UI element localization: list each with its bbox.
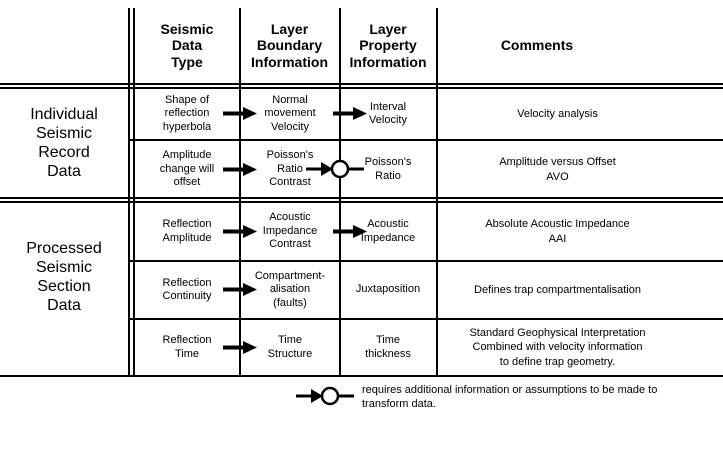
arrow-icon: [223, 163, 257, 176]
cell-row4-data-type: Reflection Continuity: [162, 276, 212, 302]
header-layer-property-information: Layer Property Information: [349, 21, 427, 70]
header-comments: Comments: [500, 37, 574, 54]
cell-row3-property: Acoustic Impedance: [360, 218, 416, 244]
transform-circle-icon: [306, 159, 364, 179]
divider-vertical-col3: [339, 8, 341, 377]
cell-row2-boundary: Poisson's Ratio Contrast: [266, 149, 314, 189]
cell-row1-property: Interval Velocity: [369, 100, 407, 126]
cell-row3-boundary: Acoustic Impedance Contrast: [262, 211, 318, 251]
arrow-icon: [223, 283, 257, 296]
divider-row3: [128, 260, 723, 262]
cell-row1-comments: Velocity analysis: [517, 107, 598, 120]
divider-bottom: [0, 375, 723, 377]
cell-row5-boundary: Time Structure: [267, 334, 313, 360]
divider-group-double-top: [0, 197, 723, 199]
arrow-icon: [333, 107, 367, 120]
cell-row5-data-type: Reflection Time: [162, 334, 212, 360]
divider-vertical-double-inner: [133, 8, 135, 377]
divider-header-double-top: [0, 83, 723, 85]
divider-row4: [128, 318, 723, 320]
arrow-icon: [223, 225, 257, 238]
cell-row5-comments: Standard Geophysical Interpretation Comb…: [469, 327, 646, 368]
divider-vertical-col2: [239, 8, 241, 377]
legend-text: requires additional information or assum…: [362, 384, 658, 411]
cell-row1-boundary: Normal movement Velocity: [264, 93, 316, 133]
arrow-icon: [223, 341, 257, 354]
cell-row3-comments: Absolute Acoustic Impedance AAI: [485, 218, 630, 245]
header-seismic-data-type: Seismic Data Type: [160, 21, 214, 70]
divider-vertical-double-outer: [128, 8, 130, 377]
divider-header-double-bottom: [0, 87, 723, 89]
divider-vertical-col4: [436, 8, 438, 377]
cell-row3-data-type: Reflection Amplitude: [162, 218, 212, 244]
cell-row4-property: Juxtaposition: [355, 283, 421, 296]
cell-row4-boundary: Compartment- alisation (faults): [254, 269, 326, 309]
cell-row2-data-type: Amplitude change will offset: [159, 149, 215, 189]
group-label-individual-seismic-record-data: Individual Seismic Record Data: [30, 105, 98, 181]
cell-row2-comments: Amplitude versus Offset AVO: [499, 156, 616, 183]
cell-row2-property: Poisson's Ratio: [364, 156, 412, 182]
cell-row5-property: Time thickness: [365, 334, 411, 360]
divider-row1: [128, 139, 723, 141]
header-layer-boundary-information: Layer Boundary Information: [251, 21, 328, 70]
cell-row1-data-type: Shape of reflection hyperbola: [162, 93, 212, 133]
arrow-icon: [333, 225, 367, 238]
arrow-icon: [223, 107, 257, 120]
group-label-processed-seismic-section-data: Processed Seismic Section Data: [26, 239, 102, 315]
legend-transform-circle-icon: [296, 386, 354, 406]
divider-group-double-bottom: [0, 201, 723, 203]
cell-row4-comments: Defines trap compartmentalisation: [474, 283, 641, 296]
